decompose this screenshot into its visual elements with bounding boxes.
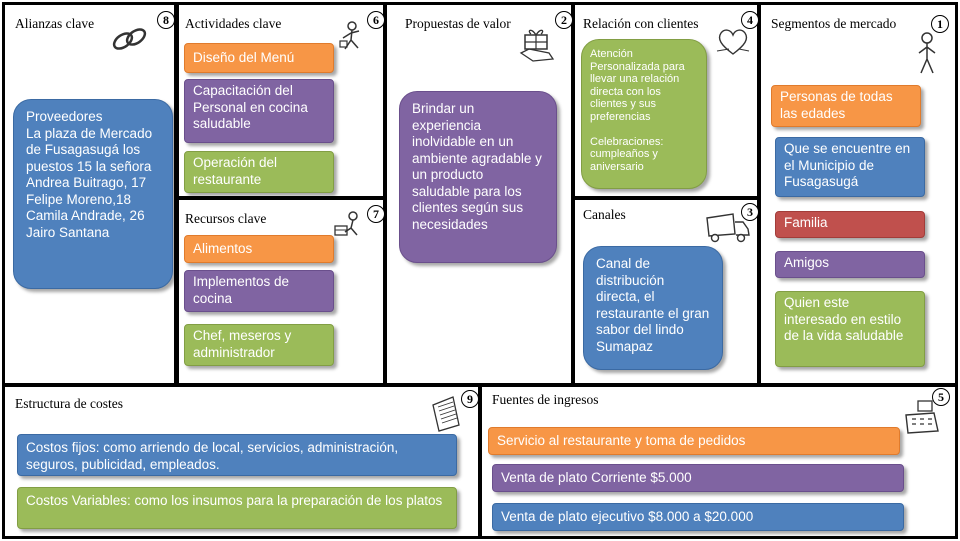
cost-structure-cell: Estructura de costes 9 Costos fijos: com… — [2, 384, 481, 539]
key-activities-title: Actividades clave — [185, 16, 282, 31]
value-proposition-number: 2 — [555, 11, 573, 29]
revenue-streams-note-1: Servicio al restaurante y toma de pedido… — [488, 427, 900, 455]
key-resources-cell: Recursos clave 7 Alimentos Implementos d… — [176, 197, 386, 386]
heart-icon — [716, 29, 750, 55]
revenue-streams-note-3: Venta de plato ejecutivo $8.000 a $20.00… — [492, 503, 904, 531]
revenue-streams-cell: Fuentes de ingresos 5 Servicio al restau… — [479, 384, 958, 539]
person-icon — [918, 32, 936, 74]
key-activities-note-1: Diseño del Menú — [184, 43, 334, 73]
customer-segments-number: 1 — [931, 15, 949, 33]
revenue-streams-note-2: Venta de plato Corriente $5.000 — [492, 464, 904, 492]
cost-structure-number: 9 — [461, 390, 479, 408]
channels-note: Canal de distribución directa, el restau… — [583, 246, 723, 370]
cash-register-icon — [905, 400, 939, 434]
key-resources-number: 7 — [367, 205, 385, 223]
customer-segments-note-4: Amigos — [775, 251, 925, 278]
linked-rings-icon — [112, 28, 147, 50]
customer-relationships-cell: Relación con clientes 4 Atención Persona… — [572, 2, 760, 199]
key-activities-cell: Actividades clave 6 Diseño del Menú Capa… — [176, 2, 386, 199]
value-proposition-cell: Propuestas de valor 2 Brindar un experie… — [384, 2, 574, 386]
truck-icon — [706, 213, 750, 243]
worker-icon — [339, 21, 360, 50]
customer-relationships-note: Atención Personalizada para llevar una r… — [581, 39, 707, 189]
value-proposition-note: Brindar un experiencia inolvidable en un… — [399, 91, 557, 263]
customer-relationships-title: Relación con clientes — [583, 16, 699, 31]
key-partners-cell: Alianzas clave 8 Proveedores La plaza de… — [2, 2, 177, 386]
receipt-icon — [432, 396, 460, 432]
customer-segments-note-3: Familia — [775, 211, 925, 238]
cost-structure-note-2: Costos Variables: como los insumos para … — [17, 487, 457, 529]
key-partners-note: Proveedores La plaza de Mercado de Fusag… — [13, 99, 173, 289]
cost-structure-title: Estructura de costes — [15, 396, 123, 411]
customer-segments-note-5: Quien este interesado en estilo de la vi… — [775, 291, 925, 367]
key-activities-note-3: Operación del restaurante — [184, 151, 334, 193]
key-partners-number: 8 — [157, 11, 175, 29]
gift-icon — [519, 29, 555, 62]
customer-segments-cell: Segmentos de mercado 1 Personas de todas… — [758, 2, 958, 386]
key-partners-title: Alianzas clave — [15, 16, 95, 31]
value-proposition-title: Propuestas de valor — [405, 16, 511, 31]
customer-segments-note-1: Personas de todas las edades — [771, 85, 921, 127]
cost-structure-note-1: Costos fijos: como arriendo de local, se… — [17, 434, 457, 476]
channels-number: 3 — [741, 203, 759, 221]
channels-cell: Canales 3 Canal de distribución directa,… — [572, 197, 760, 386]
key-resources-note-3: Chef, meseros y administrador — [184, 324, 334, 366]
key-resources-title: Recursos clave — [185, 211, 267, 226]
revenue-streams-title: Fuentes de ingresos — [492, 392, 599, 407]
resources-icon — [334, 211, 358, 236]
key-activities-number: 6 — [367, 11, 385, 29]
customer-segments-title: Segmentos de mercado — [771, 16, 897, 31]
key-activities-note-2: Capacitación del Personal en cocina salu… — [184, 79, 334, 143]
channels-title: Canales — [583, 207, 626, 222]
key-resources-note-1: Alimentos — [184, 235, 334, 263]
customer-relationships-number: 4 — [741, 11, 759, 29]
key-resources-note-2: Implementos de cocina — [184, 270, 334, 312]
customer-segments-note-2: Que se encuentre en el Municipio de Fusa… — [775, 137, 925, 197]
revenue-streams-number: 5 — [932, 388, 950, 406]
